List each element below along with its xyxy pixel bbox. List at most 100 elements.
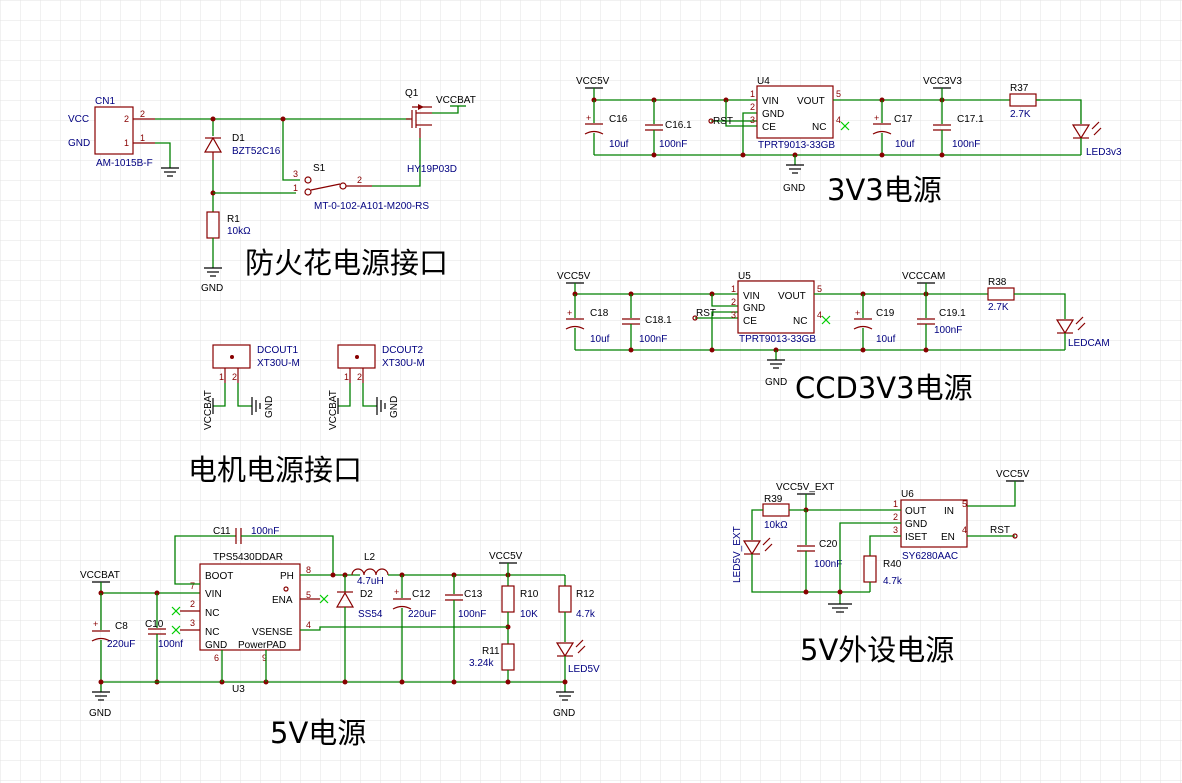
q1-part: HY19P03D bbox=[407, 164, 457, 175]
r12-ref: R12 bbox=[576, 589, 595, 600]
c13-value: 100nF bbox=[458, 609, 486, 620]
u3-tps5430[interactable]: TPS5430DDAR BOOT VIN NC NC GND PH ENA VS… bbox=[190, 552, 311, 695]
gnd-net-label: GND bbox=[783, 183, 805, 194]
gnd-net-label: GND bbox=[201, 283, 223, 294]
vcc3v3-net-label: VCC3V3 bbox=[923, 76, 962, 87]
u3-pin7: 7 bbox=[190, 581, 195, 591]
c18-capacitor[interactable]: + C18 10uf bbox=[565, 308, 610, 345]
c181-value: 100nF bbox=[639, 334, 667, 345]
u3-pin-gnd: GND bbox=[205, 640, 227, 651]
u4-pin-vout: VOUT bbox=[797, 96, 825, 107]
ledcam-label: LEDCAM bbox=[1068, 338, 1110, 349]
u6-pin-gnd: GND bbox=[905, 519, 927, 530]
u4-pin-gnd: GND bbox=[762, 109, 784, 120]
l2-ref: L2 bbox=[364, 552, 376, 563]
u3-pin6: 6 bbox=[214, 653, 219, 663]
ledcam-indicator[interactable]: LEDCAM bbox=[1055, 316, 1110, 349]
c19-ref: C19 bbox=[876, 308, 895, 319]
vccbat-net-label: VCCBAT bbox=[80, 570, 120, 581]
c8-capacitor[interactable]: + C8 220uF bbox=[91, 619, 135, 650]
u5-ref: U5 bbox=[738, 271, 751, 282]
u6-pin3: 3 bbox=[893, 525, 898, 535]
u5-pin-nc: NC bbox=[793, 316, 807, 327]
vcc5v-net-label: VCC5V bbox=[996, 469, 1030, 480]
c12-capacitor[interactable]: + C12 220uF bbox=[392, 587, 436, 620]
r39-ref: R39 bbox=[764, 494, 783, 505]
u4-pin-vin: VIN bbox=[762, 96, 779, 107]
gnd-symbol bbox=[376, 397, 386, 415]
title-5v-ext-supply: 5V外设电源 bbox=[800, 633, 954, 667]
c12-polarity: + bbox=[394, 587, 399, 597]
u3-pin-ena: ENA bbox=[272, 595, 293, 606]
dcout1-connector[interactable]: DCOUT1 XT30U-M 1 2 bbox=[212, 344, 300, 383]
r38-resistor[interactable]: R38 2.7K bbox=[987, 277, 1015, 313]
gnd-symbol bbox=[204, 267, 222, 277]
u3-pin3: 3 bbox=[190, 618, 195, 628]
d2-part: SS54 bbox=[358, 609, 383, 620]
cn1-part: AM-1015B-F bbox=[96, 158, 153, 169]
c11-value: 100nF bbox=[251, 526, 279, 537]
d1-zener-diode[interactable]: D1 BZT52C16 bbox=[203, 116, 281, 161]
r10-value: 10K bbox=[520, 609, 538, 620]
gnd-net-label: GND bbox=[264, 396, 275, 418]
c11-ref: C11 bbox=[213, 526, 231, 537]
cn1-vcc-label: VCC bbox=[68, 114, 89, 125]
c171-ref: C17.1 bbox=[957, 114, 984, 125]
c10-value: 100nf bbox=[158, 639, 183, 650]
gnd-net-label: GND bbox=[89, 708, 111, 719]
cn1-pin1-out: 1 bbox=[140, 133, 145, 143]
u5-ldo[interactable]: VIN GND CE VOUT NC 1 2 3 5 4 U5 TPRT9013… bbox=[731, 271, 822, 345]
c18-ref: C18 bbox=[590, 308, 609, 319]
c16-capacitor[interactable]: + C16 10uf bbox=[584, 113, 629, 150]
led5v-label: LED5V bbox=[568, 664, 600, 675]
vcc5v-net-label: VCC5V bbox=[489, 551, 523, 562]
dcout1-part: XT30U-M bbox=[257, 358, 300, 369]
s1-switch[interactable]: 3 1 2 S1 MT-0-102-A101-M200-RS bbox=[293, 163, 429, 212]
u3-ref: U3 bbox=[232, 684, 245, 695]
u6-pin-en: EN bbox=[941, 532, 955, 543]
dcout2-ref: DCOUT2 bbox=[382, 345, 424, 356]
u3-pin-vin: VIN bbox=[205, 589, 222, 600]
cn1-pin2-out: 2 bbox=[140, 109, 145, 119]
u4-ldo[interactable]: VIN GND CE VOUT NC 1 2 3 5 4 U4 TPRT9013… bbox=[750, 76, 841, 151]
c19-capacitor[interactable]: + C19 10uf bbox=[853, 308, 896, 345]
r12-value: 4.7k bbox=[576, 609, 596, 620]
r39-value: 10kΩ bbox=[764, 520, 788, 531]
rst-net-label: RST bbox=[990, 525, 1010, 536]
u5-pin1: 1 bbox=[731, 284, 736, 294]
q1-pmos[interactable]: Q1 HY19P03D bbox=[405, 88, 457, 175]
gnd-net-label: GND bbox=[765, 377, 787, 388]
c19-polarity: + bbox=[855, 308, 860, 318]
c191-ref: C19.1 bbox=[939, 308, 966, 319]
title-3v3-supply: 3V3电源 bbox=[827, 173, 942, 207]
s1-ref: S1 bbox=[313, 163, 326, 174]
u4-pin-ce: CE bbox=[762, 122, 776, 133]
u6-ref: U6 bbox=[901, 489, 914, 500]
c16-ref: C16 bbox=[609, 114, 628, 125]
u4-part: TPRT9013-33GB bbox=[758, 140, 835, 151]
u6-pin-out: OUT bbox=[905, 506, 926, 517]
r1-resistor[interactable]: R1 10kΩ bbox=[206, 211, 251, 239]
dcout1-pin1: 1 bbox=[219, 372, 224, 382]
noconnect-marker bbox=[171, 625, 181, 635]
gnd-symbol bbox=[767, 359, 785, 369]
u6-load-switch[interactable]: OUT GND ISET IN EN 1 2 3 5 4 U6 SY6280AA… bbox=[893, 489, 968, 562]
c12-ref: C12 bbox=[412, 589, 431, 600]
c171-value: 100nF bbox=[952, 139, 980, 150]
r1-ref: R1 bbox=[227, 214, 240, 225]
c17-capacitor[interactable]: + C17 10uf bbox=[872, 113, 915, 150]
l2-value: 4.7uH bbox=[357, 576, 384, 587]
cn1-connector[interactable]: CN1 VCC GND 2 1 2 1 AM-1015B-F bbox=[68, 96, 155, 169]
dcout1-pin2: 2 bbox=[232, 372, 237, 382]
noconnect-marker bbox=[840, 121, 850, 131]
u4-pin-nc: NC bbox=[812, 122, 826, 133]
spark-protection-block: CN1 VCC GND 2 1 2 1 AM-1015B-F D1 BZT52C… bbox=[68, 88, 476, 294]
l2-inductor[interactable]: L2 4.7uH bbox=[351, 552, 389, 587]
r37-ref: R37 bbox=[1010, 83, 1029, 94]
u6-pin-iset: ISET bbox=[905, 532, 927, 543]
d1-ref: D1 bbox=[232, 133, 245, 144]
r11-ref: R11 bbox=[482, 646, 500, 657]
cn1-pin2: 2 bbox=[124, 114, 129, 124]
dcout2-connector[interactable]: DCOUT2 XT30U-M 1 2 bbox=[337, 344, 425, 383]
